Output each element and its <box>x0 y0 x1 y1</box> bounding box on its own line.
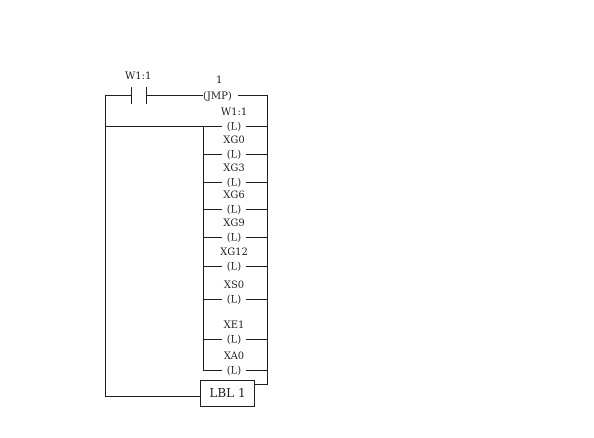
coil-symbol: (L) <box>227 366 242 377</box>
jump-number: 1 <box>216 75 222 86</box>
coil-label: XE1 <box>224 320 245 331</box>
label-block-box <box>200 380 255 407</box>
coil-row: XG12 (L) <box>203 247 268 273</box>
coil-label: XA0 <box>224 351 244 362</box>
coil-label: XG12 <box>220 247 248 258</box>
coil-symbol: (L) <box>227 122 242 133</box>
coil-row: XE1 (L) <box>203 320 268 346</box>
coil-symbol: (L) <box>227 335 242 346</box>
coil-row: W1:1 (L) <box>203 107 268 133</box>
coil-symbol: (L) <box>227 178 242 189</box>
coil-row: XG6 (L) <box>203 190 268 216</box>
coil-label: W1:1 <box>221 107 247 118</box>
contact-label: W1:1 <box>125 71 151 82</box>
coil-symbol: (L) <box>227 205 242 216</box>
coil-rows: W1:1(L)XG0(L)XG3(L)XG6(L)XG9(L)XG12(L)XS… <box>203 107 268 377</box>
coil-label: XS0 <box>224 280 244 291</box>
coil-label: XG3 <box>223 163 244 174</box>
jump-coil: (JMP) <box>203 91 232 102</box>
coil-symbol: (L) <box>227 150 242 161</box>
coil-label: XG0 <box>223 135 244 146</box>
coil-row: XG9 (L) <box>203 218 268 244</box>
coil-row: XG3 (L) <box>203 163 268 189</box>
coil-row: XS0 (L) <box>203 280 268 306</box>
coil-symbol: (L) <box>227 295 242 306</box>
label-block-text: LBL 1 <box>209 386 245 400</box>
coil-symbol: (L) <box>227 262 242 273</box>
coil-label: XG9 <box>223 218 244 229</box>
coil-row: XA0 (L) <box>203 351 268 377</box>
coil-row: XG0 (L) <box>203 135 268 161</box>
coil-symbol: (L) <box>227 233 242 244</box>
coil-label: XG6 <box>223 190 244 201</box>
